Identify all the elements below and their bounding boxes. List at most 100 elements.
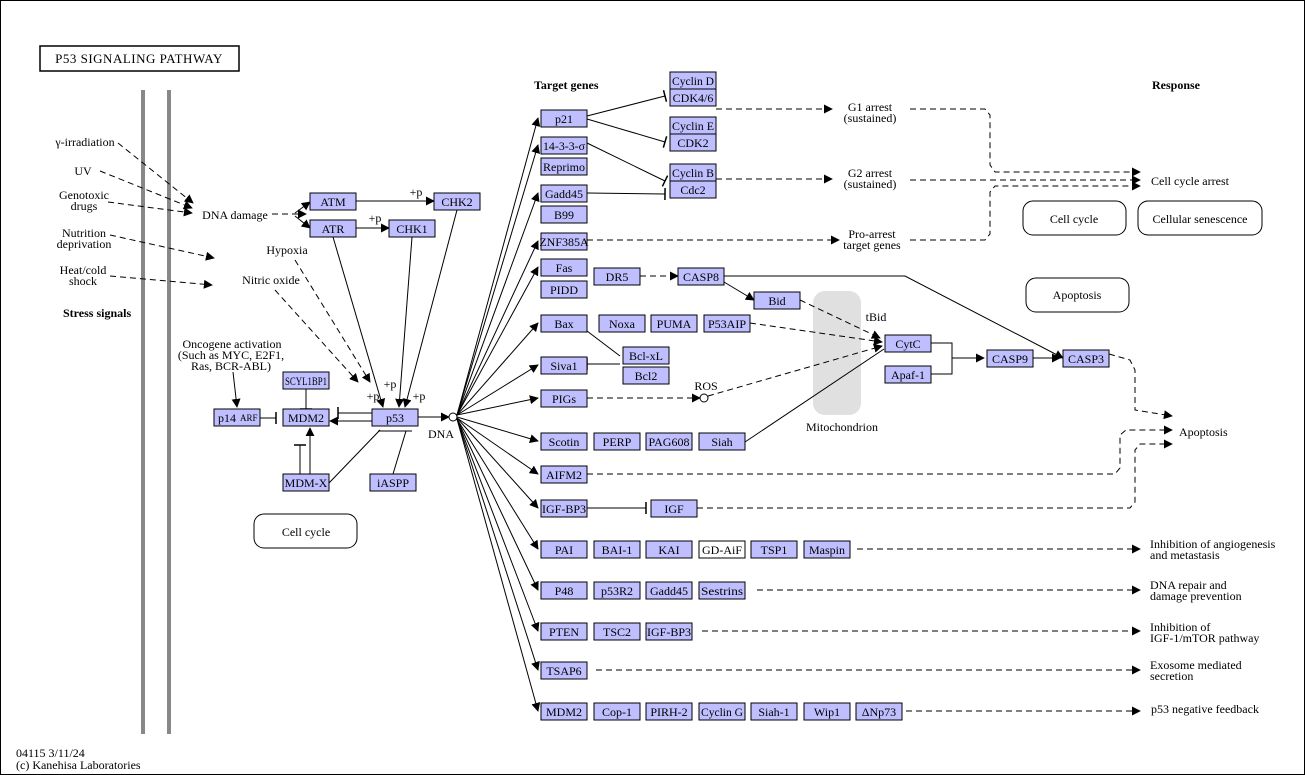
gene-cyclind[interactable]: Cyclin D bbox=[669, 71, 717, 90]
gene-mdmx[interactable]: MDM-X bbox=[282, 473, 330, 492]
gene-bai1[interactable]: BAI-1 bbox=[593, 540, 641, 559]
gene-tsap6[interactable]: TSAP6 bbox=[540, 661, 588, 680]
gene-atr[interactable]: ATR bbox=[309, 219, 357, 238]
gene-sigma1433[interactable]: 14-3-3-σ bbox=[540, 136, 588, 155]
edge-33 bbox=[456, 395, 539, 416]
gene-p53aip[interactable]: P53AIP bbox=[703, 314, 751, 333]
gene-cdk46[interactable]: CDK4/6 bbox=[669, 88, 717, 107]
gene-cytc[interactable]: CytC bbox=[884, 334, 932, 353]
gene-p53[interactable]: p53 bbox=[371, 408, 419, 427]
gene-pag608[interactable]: PAG608 bbox=[645, 432, 693, 451]
edge-36 bbox=[456, 417, 539, 509]
gene-mdm2_core[interactable]: MDM2 bbox=[282, 408, 330, 427]
gene-aifm2[interactable]: AIFM2 bbox=[540, 465, 588, 484]
gene-scotin[interactable]: Scotin bbox=[540, 432, 588, 451]
g2-sustained-label: (sustained) bbox=[844, 177, 897, 191]
gene-igf[interactable]: IGF bbox=[650, 499, 698, 518]
svg-text:PERP: PERP bbox=[603, 435, 632, 449]
gene-chk1[interactable]: CHK1 bbox=[388, 219, 436, 238]
gene-cop1[interactable]: Cop-1 bbox=[593, 702, 641, 721]
gene-scyl1bp1[interactable]: SCYL1BP1 bbox=[282, 371, 330, 390]
edge-7 bbox=[294, 215, 311, 229]
gene-p53r2[interactable]: p53R2 bbox=[593, 581, 641, 600]
gene-casp8[interactable]: CASP8 bbox=[677, 267, 725, 286]
svg-text:CASP9: CASP9 bbox=[992, 352, 1028, 366]
gene-cdc2[interactable]: Cdc2 bbox=[669, 180, 717, 199]
gene-p14arf[interactable]: p14 bbox=[213, 408, 261, 427]
gene-chk2[interactable]: CHK2 bbox=[433, 192, 481, 211]
gene-casp3[interactable]: CASP3 bbox=[1062, 349, 1110, 368]
gene-fas[interactable]: Fas bbox=[540, 258, 588, 277]
gene-gadd45b[interactable]: Gadd45 bbox=[645, 581, 693, 600]
svg-text:AIFM2: AIFM2 bbox=[546, 468, 582, 482]
svg-text:Gadd45: Gadd45 bbox=[650, 584, 688, 598]
map-link-cellular-senescence[interactable]: Cellular senescence bbox=[1137, 200, 1263, 236]
gene-cycline[interactable]: Cyclin E bbox=[669, 116, 717, 135]
gene-p48[interactable]: P48 bbox=[540, 581, 588, 600]
edge-29 bbox=[456, 240, 539, 416]
gene-pai[interactable]: PAI bbox=[540, 540, 588, 559]
gene-cyclingg[interactable]: Cyclin G bbox=[698, 702, 746, 721]
gene-gadd45a[interactable]: Gadd45 bbox=[540, 184, 588, 203]
gene-siah[interactable]: Siah bbox=[698, 432, 746, 451]
gene-gdaif[interactable]: GD-AiF bbox=[698, 540, 746, 559]
gene-bclxl[interactable]: Bcl-xL bbox=[622, 346, 670, 365]
gene-mdm2b[interactable]: MDM2 bbox=[540, 702, 588, 721]
gene-iaspp[interactable]: iASPP bbox=[369, 473, 417, 492]
gene-pirh2[interactable]: PIRH-2 bbox=[645, 702, 693, 721]
edge-30 bbox=[456, 266, 539, 416]
gene-siah1[interactable]: Siah-1 bbox=[750, 702, 798, 721]
edge-43 bbox=[586, 118, 668, 148]
gene-cyclinb[interactable]: Cyclin B bbox=[669, 163, 717, 182]
gene-b99[interactable]: B99 bbox=[540, 205, 588, 224]
gene-pigs[interactable]: PIGs bbox=[540, 389, 588, 408]
svg-text:PAI: PAI bbox=[555, 543, 573, 557]
gene-siva1[interactable]: Siva1 bbox=[540, 356, 588, 375]
gene-perp[interactable]: PERP bbox=[593, 432, 641, 451]
edge-56 bbox=[749, 322, 883, 346]
edge-14 bbox=[402, 209, 458, 408]
svg-text:Cyclin G: Cyclin G bbox=[701, 705, 743, 719]
svg-text:Bcl2: Bcl2 bbox=[635, 369, 658, 383]
gene-noxa[interactable]: Noxa bbox=[598, 314, 646, 333]
gene-pten[interactable]: PTEN bbox=[540, 622, 588, 641]
dna-damage-label: DNA damage bbox=[202, 208, 268, 222]
gene-bid[interactable]: Bid bbox=[753, 291, 801, 310]
svg-text:Cell cycle: Cell cycle bbox=[282, 525, 330, 539]
gene-znf385a[interactable]: ZNF385A bbox=[539, 232, 589, 251]
edge-37 bbox=[456, 418, 539, 550]
svg-text:B99: B99 bbox=[554, 208, 574, 222]
edge-68 bbox=[697, 439, 1173, 509]
gene-puma[interactable]: PUMA bbox=[650, 314, 698, 333]
gene-wip1[interactable]: Wip1 bbox=[803, 702, 851, 721]
gene-dnp73[interactable]: ΔNp73 bbox=[855, 702, 903, 721]
gene-atm[interactable]: ATM bbox=[309, 192, 357, 211]
map-link-cell-cycle-right[interactable]: Cell cycle bbox=[1022, 200, 1127, 236]
svg-text:CHK1: CHK1 bbox=[396, 222, 427, 236]
gene-tsp1[interactable]: TSP1 bbox=[750, 540, 798, 559]
gene-dr5[interactable]: DR5 bbox=[593, 267, 641, 286]
gene-apaf1[interactable]: Apaf-1 bbox=[884, 365, 932, 384]
gene-reprimo[interactable]: Reprimo bbox=[540, 157, 588, 176]
gene-maspin[interactable]: Maspin bbox=[803, 540, 851, 559]
map-link-cell-cycle-left[interactable]: Cell cycle bbox=[253, 513, 358, 549]
svg-text:Siah: Siah bbox=[711, 435, 732, 449]
gene-igfbp3b[interactable]: IGF-BP3 bbox=[645, 622, 693, 641]
deprivation-label: deprivation bbox=[57, 237, 112, 251]
gene-pidd[interactable]: PIDD bbox=[540, 280, 588, 299]
gene-igfbp3[interactable]: IGF-BP3 bbox=[540, 499, 588, 518]
edge-23 bbox=[328, 429, 381, 484]
svg-text:Noxa: Noxa bbox=[609, 317, 636, 331]
svg-text:Siah-1: Siah-1 bbox=[758, 705, 789, 719]
cell-cycle-arrest-label: Cell cycle arrest bbox=[1151, 174, 1230, 188]
gene-sestrins[interactable]: Sestrins bbox=[698, 581, 746, 600]
gene-p21[interactable]: p21 bbox=[540, 109, 588, 128]
gene-bax[interactable]: Bax bbox=[540, 314, 588, 333]
gene-casp9[interactable]: CASP9 bbox=[986, 349, 1034, 368]
g1-sustained-label: (sustained) bbox=[844, 111, 897, 125]
gene-kai[interactable]: KAI bbox=[645, 540, 693, 559]
gene-cdk2[interactable]: CDK2 bbox=[669, 133, 717, 152]
gene-bcl2[interactable]: Bcl2 bbox=[622, 366, 670, 385]
gene-tsc2[interactable]: TSC2 bbox=[593, 622, 641, 641]
map-link-apoptosis[interactable]: Apoptosis bbox=[1025, 277, 1130, 313]
